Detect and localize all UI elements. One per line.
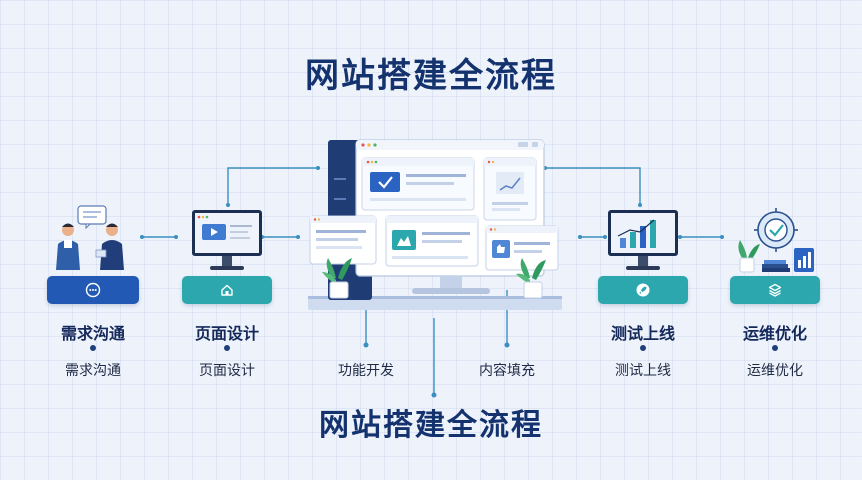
rocket-icon (636, 283, 650, 297)
stage-sub-design: 页面设计 (199, 363, 255, 379)
center-label-development: 功能开发 (338, 363, 394, 379)
development-workstation-illustration (308, 139, 562, 310)
stage-dot-design (224, 345, 230, 351)
stage-label-design: 页面设计 (194, 324, 259, 343)
stage-sub-operations: 运维优化 (747, 363, 803, 379)
page-title: 网站搭建全流程 (305, 56, 557, 96)
connector-3 (227, 167, 318, 205)
stage-dot-testing (640, 345, 646, 351)
connector-4 (545, 167, 641, 205)
layers-icon (768, 283, 782, 297)
stage-label-operations: 运维优化 (742, 324, 807, 343)
stage-bar-testing (598, 276, 688, 304)
design-monitor-illustration (192, 210, 262, 270)
page-subtitle: 网站搭建全流程 (319, 408, 543, 443)
stage-label-requirements: 需求沟通 (60, 324, 125, 343)
stage-dot-operations (772, 345, 778, 351)
operations-illustration (738, 208, 814, 273)
stage-sub-requirements: 需求沟通 (65, 363, 121, 379)
testing-monitor-illustration (608, 210, 678, 270)
chat-icon (85, 282, 101, 298)
stage-sub-testing: 测试上线 (615, 363, 671, 379)
stage-dot-requirements (90, 345, 96, 351)
center-label-content: 内容填充 (479, 363, 535, 379)
people-meeting-illustration (56, 205, 124, 270)
stage-label-testing: 测试上线 (610, 324, 675, 343)
home-icon (221, 284, 233, 296)
stage-bar-requirements (47, 276, 139, 304)
stage-bar-operations (730, 276, 820, 304)
stage-bar-design (182, 276, 272, 304)
